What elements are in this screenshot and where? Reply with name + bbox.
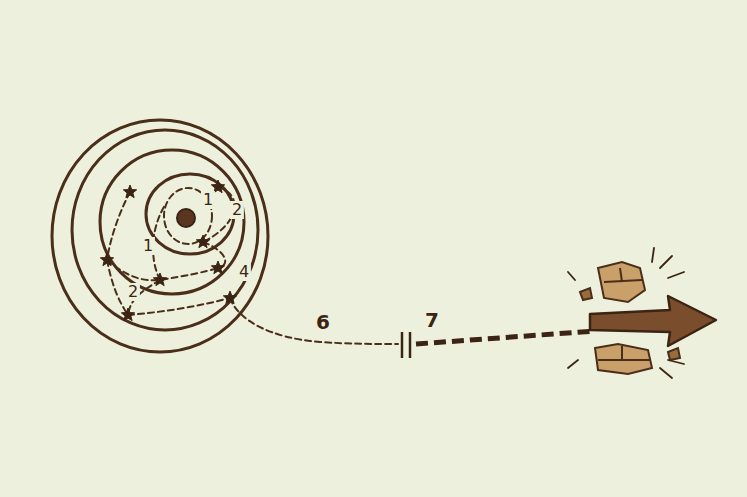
callout-number: 6 bbox=[314, 311, 332, 333]
spiral-rings bbox=[52, 120, 268, 352]
callout-number: 2 bbox=[230, 201, 244, 219]
star-marks bbox=[100, 180, 236, 321]
arrow bbox=[590, 296, 716, 346]
callout-number: 1 bbox=[201, 191, 215, 209]
impact-lines bbox=[568, 248, 684, 378]
center-dot bbox=[177, 209, 195, 227]
callout-number: 2 bbox=[126, 283, 140, 301]
dashed-path bbox=[416, 331, 595, 344]
dashed-paths bbox=[107, 187, 398, 344]
callout-number: 4 bbox=[237, 263, 251, 281]
break-mark bbox=[402, 332, 410, 358]
callout-number: 1 bbox=[141, 237, 155, 255]
callout-number: 7 bbox=[423, 309, 441, 331]
